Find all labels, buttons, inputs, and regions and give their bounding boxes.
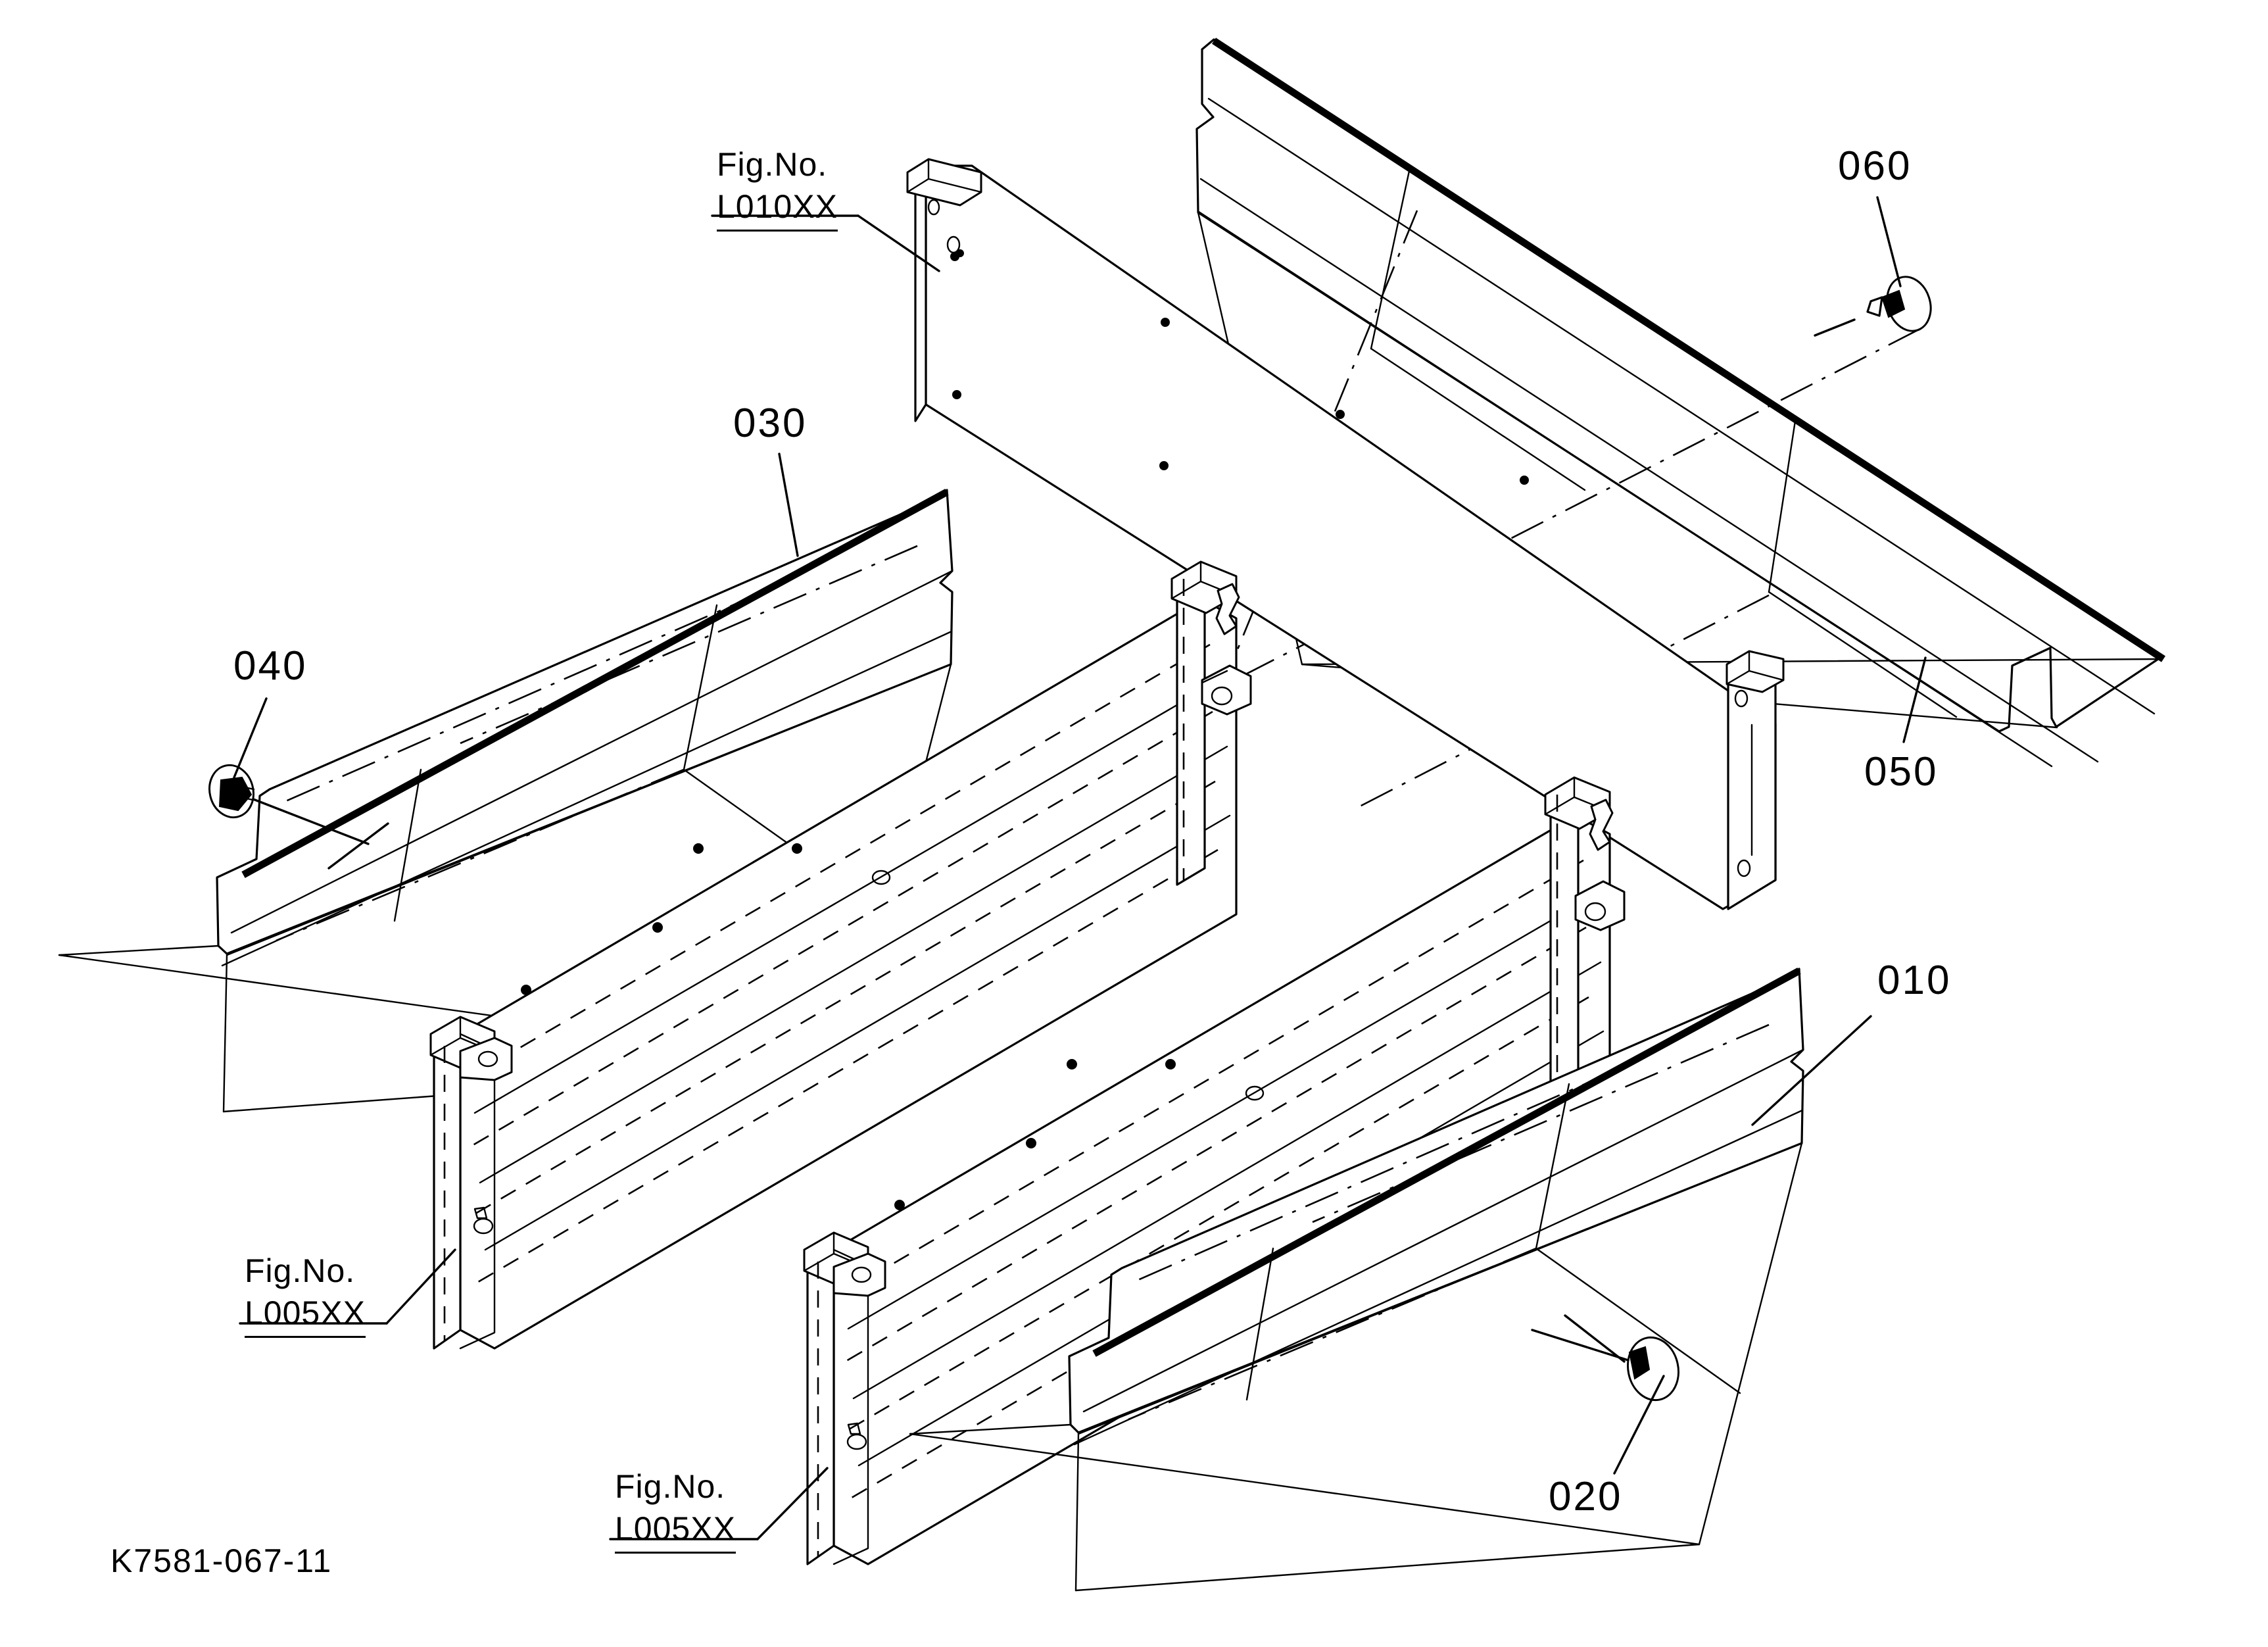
fig-label-l010xx-line1: Fig.No. (717, 146, 828, 183)
drawing-number: K7581-067-11 (110, 1542, 333, 1579)
callout-020[interactable]: 020 (1549, 1474, 1623, 1519)
callout-010[interactable]: 010 (1877, 958, 1952, 1003)
part-l005xx-side-frame-center[interactable] (803, 776, 1626, 1565)
fig-label-l010xx-line2: L010XX (717, 185, 838, 232)
fig-leader-l005xx-left (385, 1248, 456, 1325)
part-030-side-board-front-left[interactable] (58, 489, 953, 1113)
fig-label-l010xx[interactable]: Fig.No. L010XX (717, 143, 838, 232)
leader-050 (1902, 656, 1927, 743)
fig-label-l005xx-center-line2: L005XX (615, 1508, 736, 1554)
assembly-axis-030 (276, 545, 918, 942)
fig-leader-l010xx (857, 214, 940, 272)
fig-label-l005xx-left-line1: Fig.No. (245, 1252, 356, 1289)
leader-060 (1876, 196, 1902, 287)
part-060-bolt-fastener[interactable] (1814, 271, 1937, 337)
fig-leader-l005xx-center (756, 1467, 829, 1540)
leader-030 (778, 453, 799, 557)
callout-060[interactable]: 060 (1838, 143, 1912, 189)
fig-label-l005xx-center[interactable]: Fig.No. L005XX (615, 1465, 736, 1554)
leader-010 (1751, 1015, 1872, 1126)
fig-label-l005xx-left[interactable]: Fig.No. L005XX (245, 1250, 366, 1338)
fig-label-l005xx-center-line1: Fig.No. (615, 1468, 726, 1505)
assembly-axis-010 (1128, 1023, 1770, 1421)
part-040-bolt-fastener[interactable] (204, 760, 389, 870)
callout-040[interactable]: 040 (233, 643, 308, 689)
callout-leaders (233, 196, 1927, 1475)
leader-040 (233, 697, 268, 779)
callout-050[interactable]: 050 (1864, 749, 1939, 795)
fig-label-l005xx-left-line2: L005XX (245, 1292, 366, 1338)
part-010-side-board-front-right[interactable] (909, 968, 1804, 1592)
leader-020 (1613, 1375, 1665, 1475)
part-l010xx-rear-partition-frame[interactable] (906, 158, 1785, 910)
part-050-side-board-rear-right[interactable] (1195, 37, 2166, 768)
part-l005xx-side-frame-left[interactable] (429, 560, 1252, 1350)
callout-030[interactable]: 030 (733, 401, 808, 446)
fig-label-leaders (239, 214, 940, 1540)
part-020-knob-fastener[interactable] (1531, 1314, 1684, 1405)
